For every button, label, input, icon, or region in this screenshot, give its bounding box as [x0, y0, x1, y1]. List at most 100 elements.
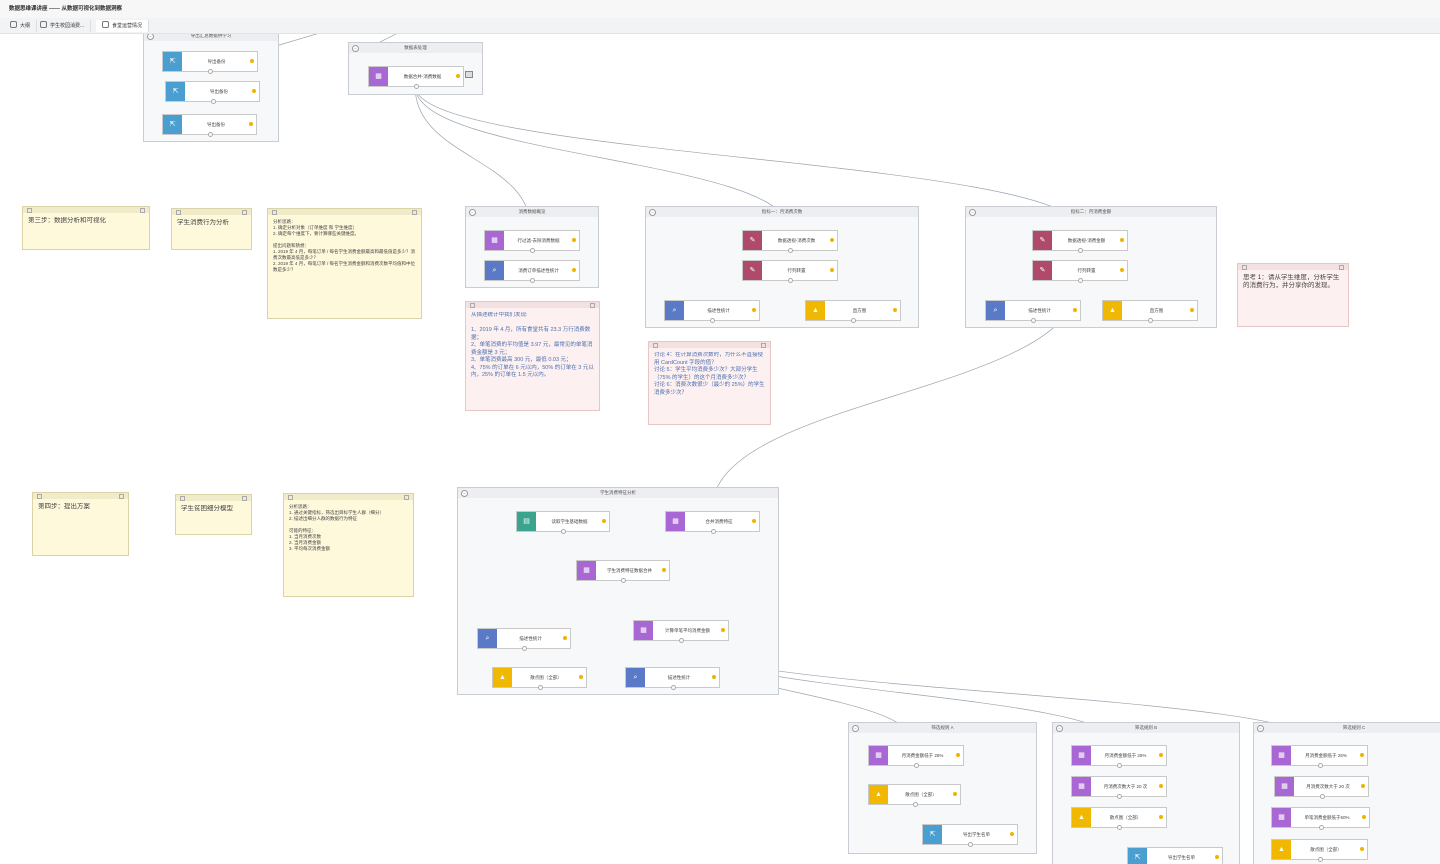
output-port[interactable] [1318, 825, 1324, 830]
sticky-note[interactable]: 第四步：提出方案 [32, 492, 129, 556]
workflow-node[interactable]: ⌕描述性统计 [477, 628, 571, 651]
output-port[interactable] [530, 278, 535, 283]
sticky-note[interactable]: 学生消费行为分析 [171, 208, 252, 250]
collapse-icon[interactable]: − [649, 209, 656, 216]
output-port[interactable] [530, 248, 535, 253]
output-port[interactable] [414, 84, 419, 89]
status-dot [1362, 815, 1366, 819]
note-header[interactable] [172, 209, 251, 215]
output-port[interactable] [912, 802, 918, 807]
workflow-node[interactable]: ▦月消费金额低于 25% [1071, 745, 1167, 768]
workflow-node[interactable]: ▲散点图（全部） [868, 784, 961, 807]
workflow-node[interactable]: ▦合并消费特征 [665, 511, 760, 534]
workflow-node[interactable]: ▦数据合并-消费数据 [368, 66, 464, 89]
workflow-node[interactable]: ▦月消费次数大于 20 次 [1071, 776, 1167, 799]
workflow-node[interactable]: ▦计算单笔平均消费金额 [633, 620, 729, 643]
output-port[interactable] [1117, 763, 1122, 768]
workflow-canvas[interactable]: 导出汇总数据供学习−数据表处理−消费数据概览−指标一：月消费次数−指标二：月消费… [0, 34, 1440, 864]
collapse-icon[interactable]: − [352, 45, 359, 52]
workflow-node[interactable]: ▦学生消费特征数据合并 [576, 560, 670, 583]
workflow-node[interactable]: ▲直方图 [805, 300, 901, 323]
note-header[interactable] [33, 493, 128, 499]
workflow-node[interactable]: ⇱导出学生名单 [1127, 847, 1223, 864]
output-port[interactable] [537, 685, 543, 690]
data-icon: ▦ [577, 561, 596, 580]
preview-icon[interactable] [465, 71, 473, 78]
output-port[interactable] [710, 529, 716, 534]
note-header[interactable] [268, 209, 421, 215]
output-port[interactable] [788, 278, 793, 283]
workflow-node[interactable]: ▦单笔消费金额低于50% [1271, 807, 1370, 830]
output-port[interactable] [1317, 763, 1323, 768]
output-port[interactable] [914, 763, 919, 768]
output-port[interactable] [1117, 825, 1122, 830]
workflow-node[interactable]: ▲直方图 [1102, 300, 1198, 323]
output-port[interactable] [208, 69, 213, 74]
collapse-icon[interactable]: − [469, 209, 476, 216]
sticky-note[interactable]: 思考 1：请从学生维度，分析学生的消费行为，并分享你的发现。 [1237, 263, 1349, 327]
output-port[interactable] [210, 99, 216, 104]
status-dot [752, 308, 756, 312]
output-port[interactable] [1148, 318, 1153, 323]
workflow-node[interactable]: ✎行列转置 [1032, 260, 1128, 283]
output-port[interactable] [670, 685, 676, 690]
output-port[interactable] [851, 318, 856, 323]
output-port[interactable] [679, 638, 684, 643]
note-header[interactable] [1238, 264, 1348, 270]
collapse-icon[interactable]: − [461, 490, 468, 497]
output-port[interactable] [207, 132, 213, 137]
output-port[interactable] [621, 578, 626, 583]
output-port[interactable] [1078, 278, 1083, 283]
workflow-node[interactable]: ⌕描述性统计 [985, 300, 1081, 323]
workflow-node[interactable]: ▲散点图（全部） [1271, 839, 1368, 862]
workflow-node[interactable]: ✎数据透视-消费次数 [742, 230, 838, 253]
workflow-node[interactable]: ⇱导出备份 [162, 51, 258, 74]
workflow-node[interactable]: ⌕描述性统计 [625, 667, 720, 690]
sticky-note[interactable]: 第三步：数据分析和可视化 [22, 206, 150, 250]
tab-student-consumption[interactable]: 学生校园消费... [34, 20, 92, 32]
workflow-node[interactable]: ✎数据透视-消费金额 [1032, 230, 1128, 253]
sticky-note[interactable]: 学生贫困细分模型 [175, 494, 252, 535]
workflow-node[interactable]: ⌕描述性统计 [664, 300, 760, 323]
sticky-note[interactable]: 讨论 4：在计算消费次数时，为什么不直接使用 CardCount 字段的值？ 讨… [648, 341, 771, 425]
sticky-note[interactable]: 分析思路： 1. 通过关键指标，筛选出目标学生人群（细分） 2. 描述出细分人群… [283, 493, 414, 597]
collapse-icon[interactable]: − [147, 34, 154, 40]
workflow-node[interactable]: ⇱导出备份 [165, 81, 260, 104]
tab-canteen-operation[interactable]: 食堂运营情况 [96, 20, 150, 32]
workflow-node[interactable]: ⇱导出学生名单 [922, 824, 1018, 847]
sticky-note[interactable]: 从描述统计中我们发现: 1、2019 年 4 月，所有食堂共有 23.3 万行消… [465, 301, 600, 411]
sticky-note[interactable]: 分析思路： 1. 确定分析对象（订单维度 和 学生维度） 2. 确定每个维度下，… [267, 208, 422, 319]
data-icon: ▦ [1275, 777, 1294, 796]
output-port[interactable] [522, 646, 527, 651]
collapse-icon[interactable]: − [1056, 725, 1063, 732]
output-port[interactable] [1078, 248, 1083, 253]
output-port[interactable] [788, 248, 793, 253]
collapse-icon[interactable]: − [1257, 725, 1264, 732]
collapse-icon[interactable]: − [969, 209, 976, 216]
workflow-node[interactable]: ▦月消费金额低于 25% [868, 745, 964, 768]
workflow-node[interactable]: ▲散点图（全部） [492, 667, 587, 690]
workflow-node[interactable]: ▲散点图（全部） [1071, 807, 1167, 830]
note-header[interactable] [284, 494, 413, 500]
output-port[interactable] [1031, 318, 1036, 323]
collapse-icon[interactable]: − [852, 725, 859, 732]
workflow-node[interactable]: ✎行列转置 [742, 260, 838, 283]
note-header[interactable] [23, 207, 149, 213]
note-header[interactable] [649, 342, 770, 348]
workflow-node[interactable]: ▦月消费次数大于 20 次 [1274, 776, 1369, 799]
note-header[interactable] [466, 302, 599, 308]
status-dot [1360, 847, 1364, 851]
workflow-node[interactable]: ▦月消费金额低于 25% [1271, 745, 1368, 768]
tab-outline[interactable]: 大纲 [4, 20, 38, 32]
output-port[interactable] [1317, 857, 1323, 862]
workflow-node[interactable]: ▦行过滤-去除消费数据 [484, 230, 580, 253]
output-port[interactable] [710, 318, 715, 323]
note-header[interactable] [176, 495, 251, 501]
output-port[interactable] [968, 842, 973, 847]
workflow-node[interactable]: ⇱导出备份 [162, 114, 257, 137]
output-port[interactable] [1117, 794, 1122, 799]
workflow-node[interactable]: ⌕消费订单描述性统计 [484, 260, 580, 283]
workflow-node[interactable]: ▤读取学生基础数据 [516, 511, 610, 534]
output-port[interactable] [1319, 794, 1325, 799]
output-port[interactable] [561, 529, 566, 534]
